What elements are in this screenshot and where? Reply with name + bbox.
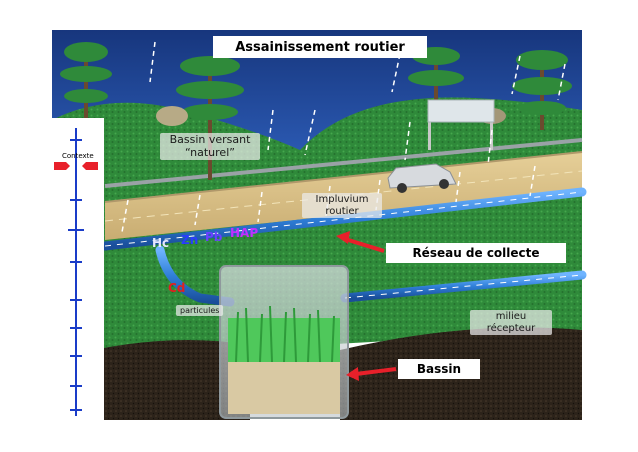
pollutant-hc: Hc bbox=[152, 236, 170, 250]
pollutant-zn: Zn bbox=[181, 233, 199, 247]
bassin-sand bbox=[228, 360, 340, 414]
rain-flow-arrows bbox=[121, 41, 566, 233]
annotation-milieu-recepteur: milieu récepteur bbox=[470, 310, 552, 335]
callout-arrow-reseau bbox=[336, 231, 385, 253]
annotation-particules: particules bbox=[176, 305, 224, 317]
annotation-impluvium: Impluvium routier bbox=[302, 193, 382, 218]
callout-bassin: Bassin bbox=[398, 359, 480, 379]
callout-reseau-de-collecte: Réseau de collecte bbox=[386, 243, 566, 263]
outlet-flow bbox=[344, 274, 583, 299]
road-sign-gantry bbox=[427, 99, 495, 150]
context-label: Contexte bbox=[62, 152, 94, 160]
annotation-bassin-versant: Bassin versant “naturel” bbox=[160, 133, 260, 161]
road-edge bbox=[104, 151, 583, 203]
callout-arrow-bassin bbox=[346, 367, 397, 381]
down-pipe bbox=[155, 245, 235, 307]
car bbox=[387, 163, 457, 193]
guardrail bbox=[104, 138, 583, 188]
pollutant-cd: Cd bbox=[168, 281, 186, 295]
tree-4 bbox=[512, 50, 572, 130]
rock bbox=[156, 106, 188, 126]
tree-1 bbox=[60, 42, 112, 122]
title-label: Assainissement routier bbox=[213, 36, 427, 58]
pollutant-hap: HAP bbox=[230, 226, 259, 240]
tree-2 bbox=[176, 56, 244, 180]
pipe-flow bbox=[104, 191, 583, 247]
bassin-reeds bbox=[235, 305, 335, 363]
pollutant-pb: Pb bbox=[205, 230, 223, 244]
context-panel bbox=[52, 118, 104, 420]
